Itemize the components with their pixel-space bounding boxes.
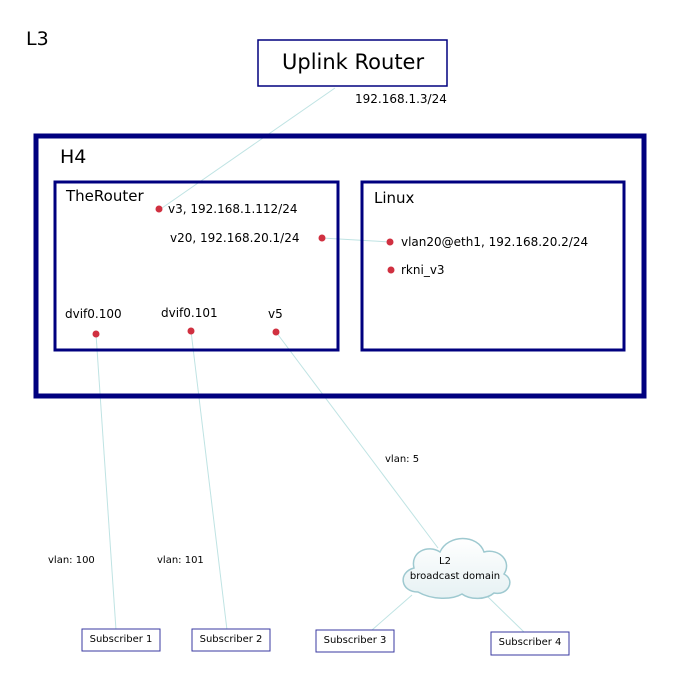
interface-dot-dvif100[interactable] (92, 330, 100, 338)
subscriber-3-box[interactable] (315, 629, 395, 653)
subscriber-3-label: Subscriber 3 (323, 635, 387, 646)
link-dvif101-to-subscriber2 (190, 330, 228, 631)
interface-label-dvif101: dvif0.101 (161, 306, 218, 320)
host-h4-label: H4 (60, 146, 87, 168)
therouter-box[interactable] (53, 180, 340, 352)
interface-label-v5: v5 (268, 307, 283, 321)
uplink-router-box[interactable] (257, 39, 448, 87)
interface-dot-rkni[interactable] (387, 266, 395, 274)
uplink-router-label: Uplink Router (282, 50, 425, 74)
link-cloud-to-subscriber4 (485, 594, 526, 634)
link-cloud-to-subscriber3 (371, 594, 413, 631)
interface-label-vlan20: vlan20@eth1, 192.168.20.2/24 (401, 235, 589, 249)
interface-dot-v3[interactable] (155, 205, 163, 213)
interface-label-v3: v3, 192.168.1.112/24 (168, 202, 298, 216)
link-v20-to-vlan20 (321, 237, 391, 243)
interface-dot-vlan20[interactable] (386, 238, 394, 246)
l2-cloud-icon[interactable] (402, 537, 511, 600)
interface-label-dvif100: dvif0.100 (65, 307, 122, 321)
cloud-label-line1: L2 (439, 556, 451, 567)
link-label-vlan100: vlan: 100 (48, 555, 95, 566)
linux-label: Linux (374, 189, 415, 207)
linux-box[interactable] (360, 180, 626, 352)
subscriber-1-box[interactable] (81, 628, 161, 652)
link-label-vlan5: vlan: 5 (385, 454, 420, 465)
link-uplink-to-v3 (161, 87, 336, 209)
cloud-label-line2: broadcast domain (409, 571, 501, 582)
subscriber-4-box[interactable] (490, 631, 570, 656)
interface-dot-dvif101[interactable] (187, 327, 195, 335)
interface-dot-v20[interactable] (318, 234, 326, 242)
subscriber-1-label: Subscriber 1 (89, 634, 153, 645)
subscriber-2-box[interactable] (191, 628, 271, 652)
interface-label-rkni: rkni_v3 (401, 263, 445, 277)
link-label-vlan101: vlan: 101 (157, 555, 204, 566)
link-v5-to-cloud (275, 331, 439, 549)
uplink-router-ip-label: 192.168.1.3/24 (355, 92, 447, 106)
host-h4-box[interactable] (33, 133, 647, 399)
link-dvif100-to-subscriber1 (95, 333, 117, 631)
l3-label: L3 (26, 28, 49, 50)
therouter-label: TheRouter (66, 187, 144, 205)
interface-label-v20: v20, 192.168.20.1/24 (170, 231, 300, 245)
subscriber-2-label: Subscriber 2 (199, 634, 263, 645)
subscriber-4-label: Subscriber 4 (498, 637, 562, 648)
interface-dot-v5[interactable] (272, 328, 280, 336)
